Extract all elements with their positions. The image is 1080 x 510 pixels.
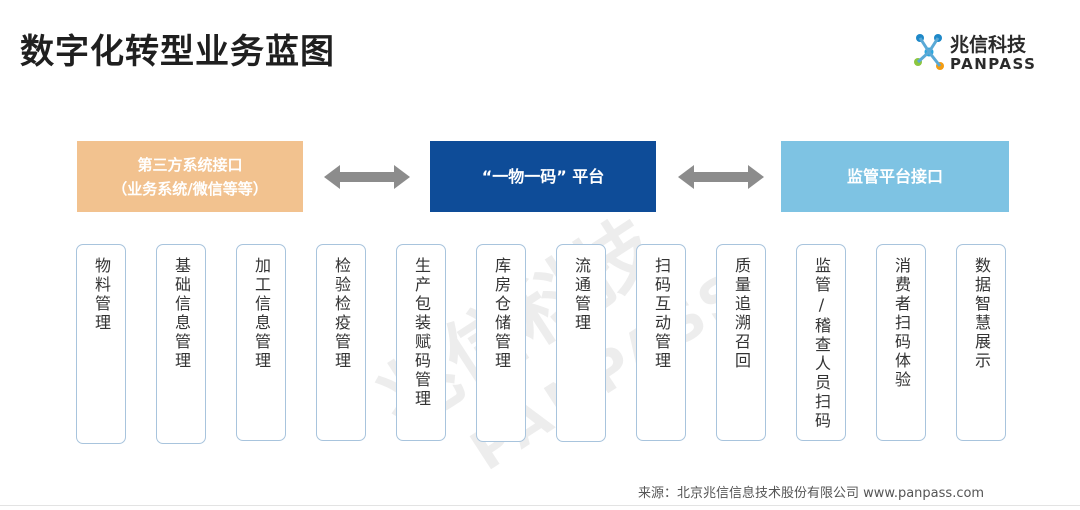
regulatory-platform-interface-box: 监管平台接口 xyxy=(781,141,1009,212)
double-arrow-right-icon xyxy=(678,165,764,189)
brand-logo: 兆信科技 PANPASS xyxy=(912,30,1052,76)
source-footer: 来源：北京兆信信息技术股份有限公司 www.panpass.com xyxy=(638,486,985,501)
double-arrow-left-icon xyxy=(324,165,410,189)
module-scan-interaction-management: 扫码互动管理 xyxy=(636,244,686,441)
module-basic-info-management: 基础信息管理 xyxy=(156,244,206,444)
module-quality-traceability-recall: 质量追溯召回 xyxy=(716,244,766,441)
logo-name-cn: 兆信科技 xyxy=(950,34,1027,56)
logo-name-en: PANPASS xyxy=(950,55,1037,73)
module-warehouse-storage-management: 库房仓储管理 xyxy=(476,244,526,442)
regulatory-interface-title: 监管平台接口 xyxy=(846,166,943,186)
module-material-management: 物料管理 xyxy=(76,244,126,444)
module-processing-info-management: 加工信息管理 xyxy=(236,244,286,441)
module-regulator-inspector-scan: 监管/稽查人员扫码 xyxy=(796,244,846,441)
platform-title: “一物一码” 平台 xyxy=(481,166,605,186)
one-item-one-code-platform-box: “一物一码” 平台 xyxy=(430,141,656,212)
third-party-interface-title: 第三方系统接口 xyxy=(137,155,243,174)
module-smart-data-display: 数据智慧展示 xyxy=(956,244,1006,441)
panpass-logo-icon xyxy=(914,34,944,70)
module-circulation-management: 流通管理 xyxy=(556,244,606,442)
module-production-packaging-coding: 生产包装赋码管理 xyxy=(396,244,446,441)
bottom-divider xyxy=(0,505,1080,506)
third-party-interface-box: 第三方系统接口 （业务系统/微信等等） xyxy=(77,141,303,212)
third-party-interface-subtitle: （业务系统/微信等等） xyxy=(112,179,268,198)
page-title: 数字化转型业务蓝图 xyxy=(20,32,335,72)
module-consumer-scan-experience: 消费者扫码体验 xyxy=(876,244,926,441)
module-inspection-quarantine-management: 检验检疫管理 xyxy=(316,244,366,441)
